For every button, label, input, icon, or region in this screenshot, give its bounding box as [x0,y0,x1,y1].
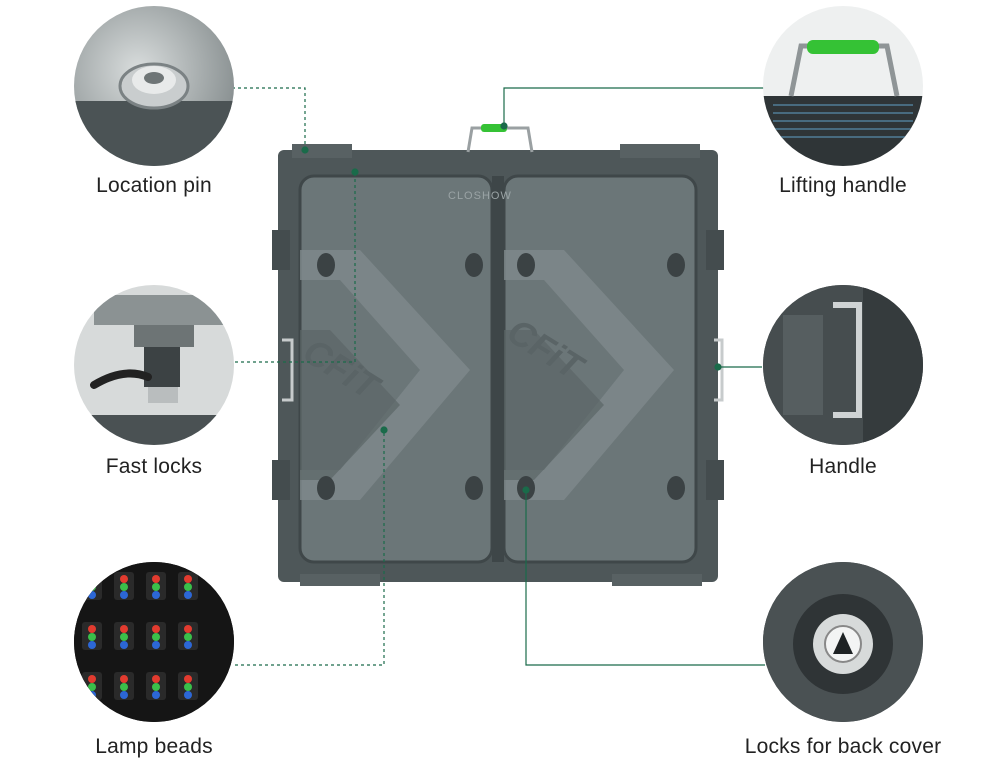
connector-lamp-beads [235,430,385,666]
handle-closeup [763,285,923,445]
fast-locks-closeup [74,285,234,445]
label-lamp-beads: Lamp beads [95,735,213,758]
label-fast-locks: Fast locks [105,455,203,478]
back-cover-lock-closeup [763,562,923,722]
label-locks-back-cover: Locks for back cover [744,735,942,758]
connector-lifting-handle [503,87,765,126]
connector-location-pin [232,87,306,150]
lamp-beads-closeup [74,562,234,722]
label-handle: Handle [809,455,877,478]
connector-fast-locks [235,172,356,363]
lifting-handle-closeup [763,6,923,166]
label-location-pin: Location pin [96,174,212,197]
brand-watermark-left: CLOSHOW [448,190,512,202]
connector-locks-back-cover [525,490,765,666]
location-pin-closeup [74,6,234,166]
label-lifting-handle: Lifting handle [779,174,907,197]
